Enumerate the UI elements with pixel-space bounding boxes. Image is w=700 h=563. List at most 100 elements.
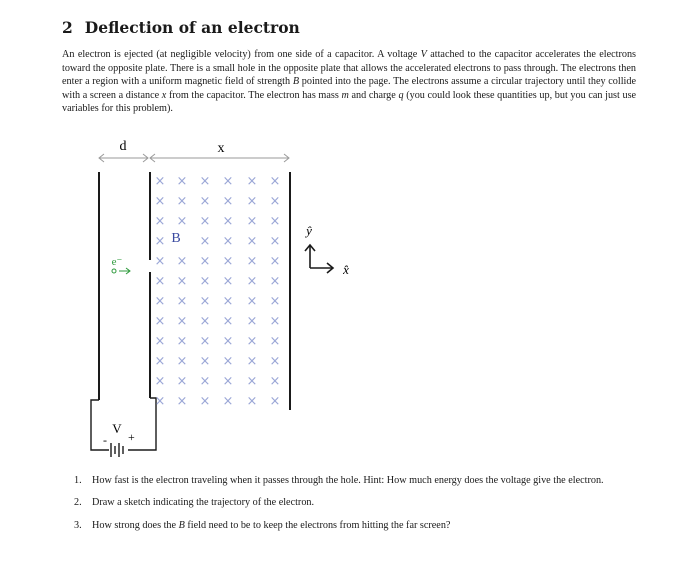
var-B: B [178,519,185,531]
field-cross-icon: × [270,334,281,349]
field-cross-icon: × [247,334,258,349]
field-cross-icon: × [177,194,188,209]
intro-text: pointed into the page. The electrons ass… [62,76,636,101]
question-number: 1. [74,475,82,486]
field-cross-icon: × [155,374,166,389]
field-cross-icon: × [223,274,234,289]
field-cross-icon: × [270,314,281,329]
section-number: 2 [62,18,73,37]
electron-velocity-arrow [111,267,131,275]
field-cross-icon: × [155,354,166,369]
label-minus: - [103,433,107,447]
var-m: m [341,89,349,101]
question-text: How fast is the electron traveling when … [92,475,604,486]
field-cross-icon: × [247,394,258,409]
field-cross-icon: × [200,194,211,209]
field-cross-icon: × [223,314,234,329]
field-cross-icon: × [177,254,188,269]
field-cross-icon: × [155,194,166,209]
label-y-hat: ŷ [304,223,312,238]
magnetic-field: × × × × × × × × × × × × × × × × × × × × × × × × × × × × × × × × × × × × × × × ×… [155,174,281,409]
field-cross-icon: × [223,194,234,209]
field-cross-icon: × [223,394,234,409]
field-cross-icon: × [177,394,188,409]
field-cross-icon: × [177,294,188,309]
intro-text: from the capacitor. The electron has mas… [168,89,339,101]
label-x-hat: x̂ [342,262,349,277]
question-item: 2. Draw a sketch indicating the trajector… [74,496,636,509]
field-cross-icon: × [223,374,234,389]
circuit-wire [90,397,157,451]
field-cross-icon: × [200,354,211,369]
var-V: V [420,49,427,60]
field-cross-icon: × [270,234,281,249]
label-d: d [120,139,127,154]
field-cross-icon: × [177,174,188,189]
question-text: Draw a sketch indicating the trajectory … [92,497,315,509]
label-electron: e⁻ [112,256,123,268]
var-B: B [292,76,300,88]
field-cross-icon: × [155,254,166,269]
question-item: 3. How strong does the B field need to be… [74,519,636,532]
field-cross-icon: × [177,214,188,229]
question-text: How strong does the [92,519,177,531]
field-cross-icon: × [223,174,234,189]
var-x: x [161,89,167,101]
field-cross-icon: × [247,234,258,249]
field-cross-icon: × [155,234,166,249]
field-cross-icon: × [200,374,211,389]
question-text: field need to be to keep the electrons f… [187,519,451,531]
field-cross-icon: × [177,354,188,369]
field-cross-icon: × [247,354,258,369]
field-cross-icon: × [270,374,281,389]
intro-text: (you could look these quantities up, but… [62,89,637,115]
field-cross-icon: × [270,214,281,229]
var-q: q [398,89,404,101]
field-cross-icon: × [270,194,281,209]
question-item: 1. How fast is the electron traveling whe… [74,474,636,487]
field-cross-icon: × [270,254,281,269]
field-cross-icon: × [200,334,211,349]
field-cross-icon: × [155,294,166,309]
field-cross-icon: × [200,274,211,289]
field-cross-icon: × [200,394,211,409]
dimension-d-arrow [98,153,149,163]
field-cross-icon: × [223,214,234,229]
field-cross-icon: × [247,374,258,389]
coordinate-axes-icon [304,243,335,274]
field-cross-icon: × [155,274,166,289]
question-number: 2. [74,497,82,509]
field-cross-icon: × [270,174,281,189]
field-cross-icon: × [155,334,166,349]
field-cross-icon: × [177,334,188,349]
field-cross-icon: × [247,174,258,189]
field-cross-icon: × [223,294,234,309]
field-cross-icon: × [200,254,211,269]
field-cross-icon: × [247,194,258,209]
field-cross-icon: × [223,234,234,249]
label-B-field: B [171,231,180,246]
field-cross-icon: × [200,234,211,249]
dimension-x-arrow [149,153,290,163]
field-cross-icon: × [247,274,258,289]
field-cross-icon: × [223,354,234,369]
field-cross-icon: × [270,354,281,369]
battery-icon [110,443,124,457]
field-cross-icon: × [247,214,258,229]
field-cross-icon: × [177,314,188,329]
field-cross-icon: × [155,174,166,189]
intro-text: and charge [351,89,396,101]
field-cross-icon: × [270,274,281,289]
field-cross-icon: × [155,394,166,409]
intro-text: An electron is ejected (at negligible ve… [62,49,418,60]
question-number: 3. [74,519,82,531]
field-cross-icon: × [177,374,188,389]
field-cross-icon: × [223,334,234,349]
field-cross-icon: × [247,294,258,309]
label-voltage: V [112,421,122,436]
field-cross-icon: × [155,314,166,329]
field-cross-icon: × [247,314,258,329]
field-cross-icon: × [177,274,188,289]
